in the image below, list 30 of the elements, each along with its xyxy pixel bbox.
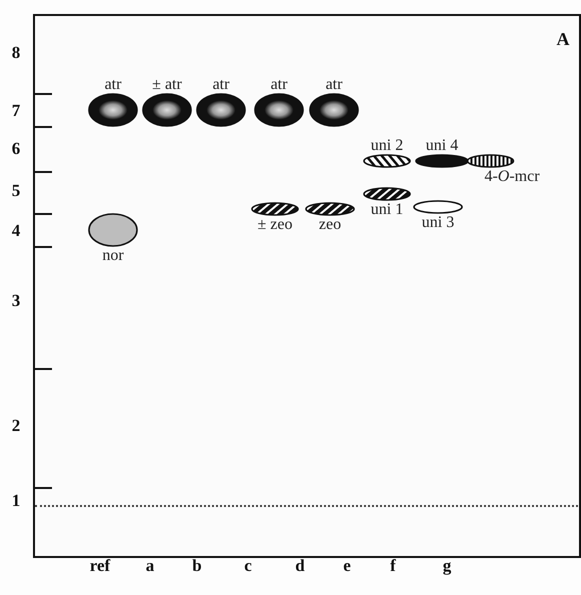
scale-number: 5 xyxy=(12,182,20,199)
scale-number: 2 xyxy=(12,417,20,434)
spot-label: zeo xyxy=(318,216,342,233)
scale-number: 1 xyxy=(12,492,20,509)
lane-label: c xyxy=(244,557,252,574)
scale-number: 6 xyxy=(12,140,20,157)
lane-label: b xyxy=(192,557,202,574)
scale-number: 4 xyxy=(12,222,20,239)
panel-letter: A xyxy=(556,30,570,48)
spot-label: atr xyxy=(270,76,288,93)
scale-number: 3 xyxy=(12,292,20,309)
lane-label: g xyxy=(442,557,452,574)
spot-label: uni 3 xyxy=(422,214,454,231)
spot-label: atr xyxy=(326,76,342,93)
spot-label: ± zeo xyxy=(258,216,292,233)
scale-number: 8 xyxy=(12,44,20,61)
lane-label: ref xyxy=(90,557,110,574)
lane-label: d xyxy=(295,557,305,574)
spot-label: atr xyxy=(212,76,230,93)
lane-label: e xyxy=(343,557,351,574)
spot-label: uni 4 xyxy=(426,137,458,154)
spot-label: 4-O-mcr xyxy=(484,168,540,185)
scale-number: 7 xyxy=(12,102,20,119)
spot-label: nor xyxy=(102,247,124,264)
lane-label: a xyxy=(146,557,154,574)
spot-label: ± atr xyxy=(152,76,182,93)
spot-label: atr xyxy=(104,76,122,93)
spot-label: uni 1 xyxy=(370,201,404,218)
lane-label: f xyxy=(390,557,396,574)
spot-label: uni 2 xyxy=(370,137,404,154)
